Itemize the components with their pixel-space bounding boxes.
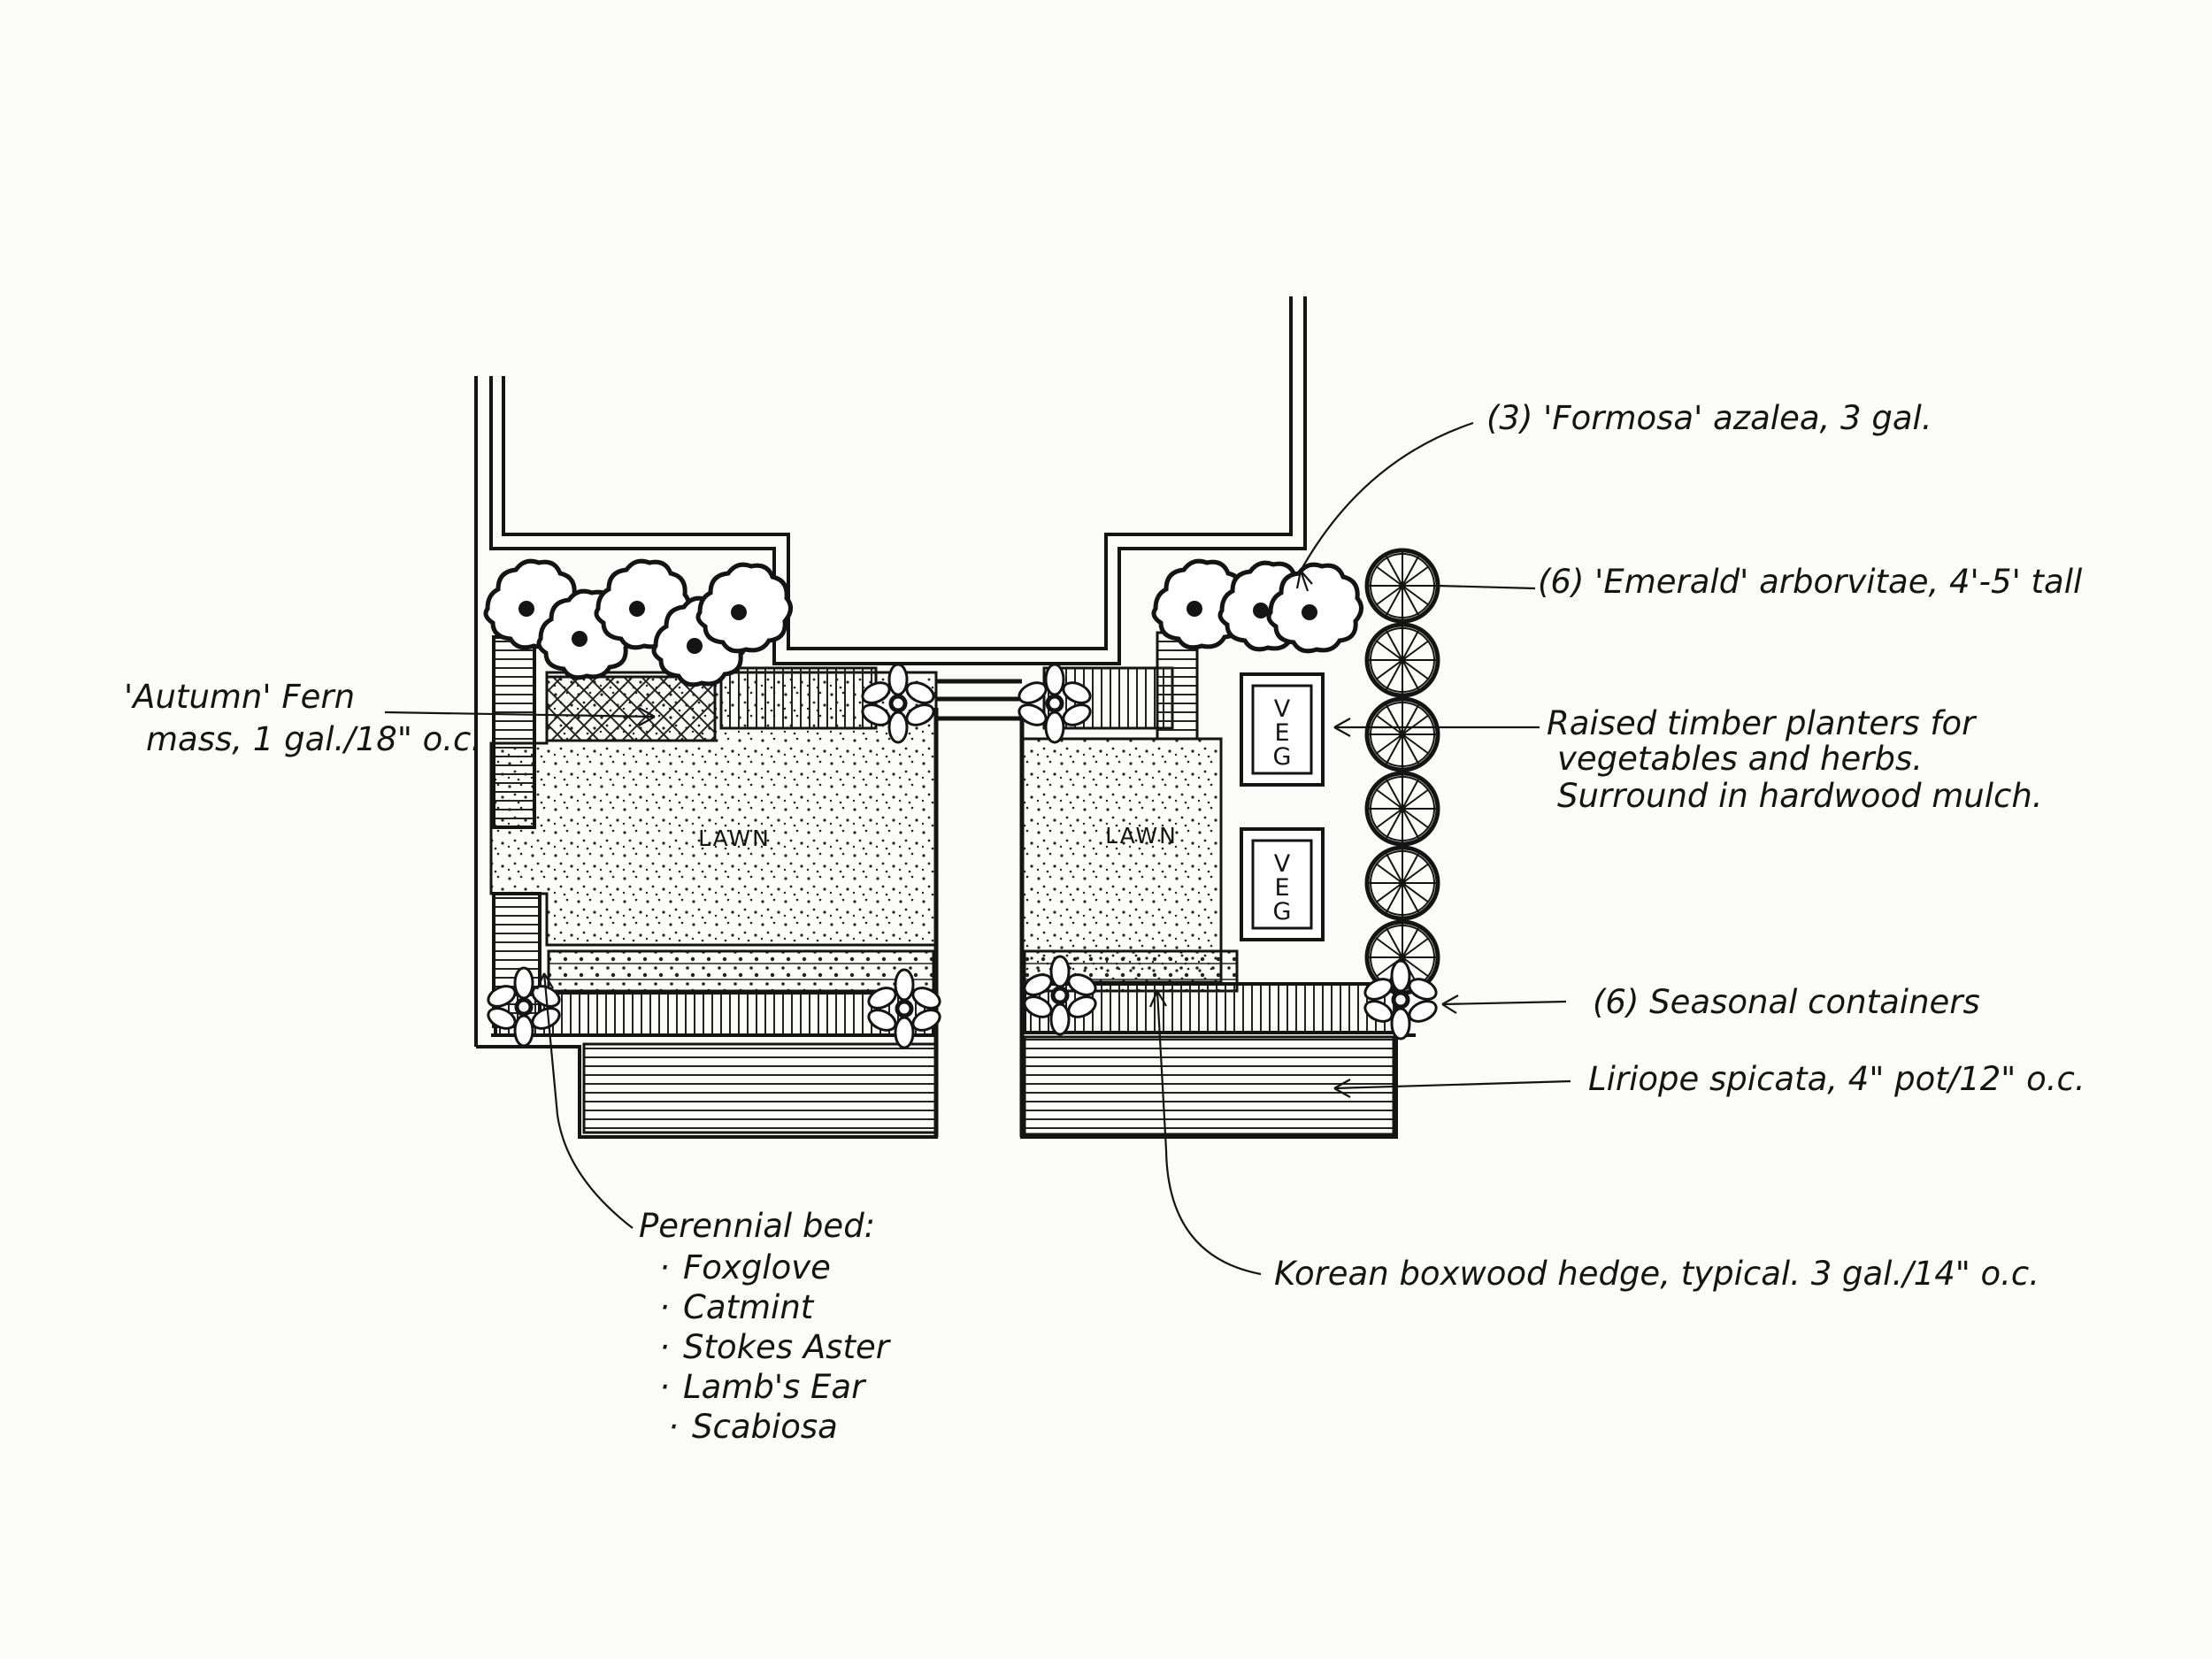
- label-planters-line3: Surround in hardwood mulch.: [1557, 777, 2043, 815]
- veg-planter-upper: V E G: [1240, 672, 1325, 787]
- perennial-item: Catmint: [683, 1288, 815, 1326]
- perennial-list: · Foxglove · Catmint · Stokes Aster · La…: [659, 1248, 892, 1446]
- label-liriope: Liriope spicata, 4" pot/12" o.c.: [1588, 1060, 2085, 1098]
- label-fern-line2: mass, 1 gal./18" o.c.: [146, 720, 481, 758]
- veg-letter: E: [1274, 874, 1289, 902]
- veg-planter-lower: V E G: [1240, 827, 1325, 941]
- leader-lines: [384, 421, 1571, 1276]
- walkway-steps: [936, 679, 1022, 721]
- annotations: (3) 'Formosa' azalea, 3 gal. (6) 'Emeral…: [124, 399, 2085, 1446]
- arborvitae-icon: [1367, 550, 1438, 621]
- arborvitae-icon: [1367, 773, 1438, 844]
- perennial-item: Scabiosa: [692, 1408, 838, 1446]
- label-containers: (6) Seasonal containers: [1593, 983, 1980, 1021]
- hedge-left-upper: [492, 635, 536, 829]
- label-planters-line1: Raised timber planters for: [1547, 704, 1978, 742]
- shrub-icon: [698, 565, 791, 651]
- perennial-item: Stokes Aster: [683, 1328, 892, 1366]
- arborvitae-icon: [1367, 625, 1438, 695]
- label-perennial-title: Perennial bed:: [639, 1207, 875, 1245]
- veg-letter: V: [1274, 850, 1291, 878]
- house-outline: [474, 296, 1307, 1047]
- perennial-item: Lamb's Ear: [683, 1368, 867, 1406]
- label-azalea: (3) 'Formosa' azalea, 3 gal.: [1486, 399, 1932, 437]
- veg-letter: E: [1274, 719, 1289, 747]
- veg-letter: G: [1273, 743, 1292, 771]
- hedge-top-left: [719, 666, 878, 730]
- lawn-left-label: LAWN: [698, 826, 771, 851]
- boxwood-hedge-left: [494, 991, 935, 1037]
- perennial-bullet: ·: [659, 1368, 670, 1406]
- veg-letter: G: [1273, 898, 1292, 926]
- perennial-strip-left: [547, 949, 935, 993]
- liriope-bed-left: [582, 1042, 938, 1134]
- liriope-bed-right: [1023, 1035, 1395, 1136]
- fern-mass: [545, 675, 717, 742]
- azalea-group: [1154, 561, 1362, 651]
- perennial-bullet: ·: [659, 1328, 670, 1366]
- site-plan: LAWN LAWN V: [474, 296, 1441, 1139]
- label-planters-line2: vegetables and herbs.: [1557, 740, 1923, 778]
- veg-letter: V: [1274, 695, 1291, 723]
- perennial-bullet: ·: [659, 1288, 670, 1326]
- perennial-bullet: ·: [668, 1408, 679, 1446]
- label-arborvitae: (6) 'Emerald' arborvitae, 4'-5' tall: [1538, 563, 2083, 601]
- lawn-right-label: LAWN: [1105, 823, 1178, 849]
- label-fern-line1: 'Autumn' Fern: [124, 678, 355, 716]
- label-boxwood: Korean boxwood hedge, typical. 3 gal./14…: [1274, 1255, 2039, 1293]
- perennial-bullet: ·: [659, 1248, 670, 1286]
- arborvitae-icon: [1367, 848, 1438, 918]
- perennial-item: Foxglove: [683, 1248, 831, 1286]
- arborvitae-icon: [1367, 699, 1438, 770]
- lawn-right: LAWN: [1020, 737, 1223, 984]
- arborvitae-row: [1367, 550, 1438, 993]
